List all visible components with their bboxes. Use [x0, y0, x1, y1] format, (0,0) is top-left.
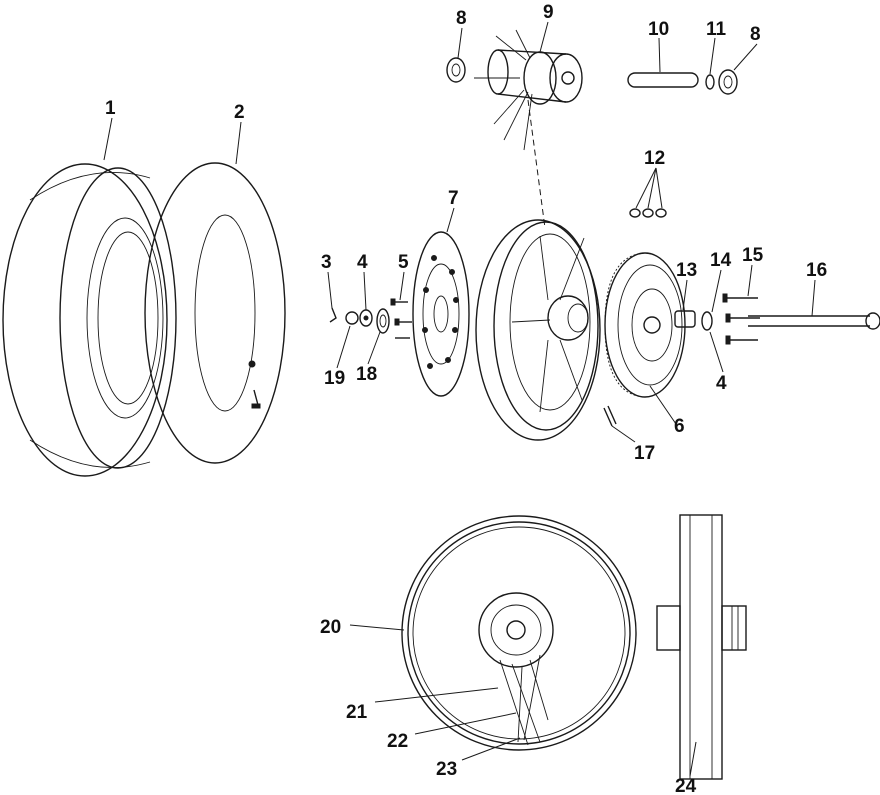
callout-20: 20 — [320, 617, 341, 638]
callout-17: 17 — [634, 443, 655, 464]
callout-11: 11 — [706, 19, 727, 40]
small-fasteners-12 — [629, 208, 667, 218]
callout-23: 23 — [436, 759, 457, 780]
callout-1: 1 — [105, 98, 116, 119]
spoke-wheel-side — [656, 514, 747, 780]
callout-24: 24 — [675, 776, 697, 795]
callout-labels: 1 2 3 4 5 7 8 9 10 11 8 12 13 14 15 16 1… — [105, 2, 827, 795]
callout-19: 19 — [324, 368, 345, 389]
assembly-guide-line — [527, 99, 546, 229]
callout-14: 14 — [710, 250, 732, 271]
callout-4-right: 4 — [716, 373, 727, 394]
inner-tube — [144, 162, 286, 464]
callout-22: 22 — [387, 731, 408, 752]
callout-16: 16 — [806, 260, 827, 281]
callout-13: 13 — [676, 260, 697, 281]
callout-12: 12 — [644, 148, 665, 169]
leader-lines — [103, 21, 816, 777]
callout-15: 15 — [742, 245, 764, 266]
valve-stem — [603, 405, 617, 427]
callout-10: 10 — [648, 19, 669, 40]
hub-with-spokes — [474, 29, 583, 151]
spoke-wheel-front — [401, 515, 637, 751]
cast-wheel — [475, 219, 601, 441]
callout-18: 18 — [356, 364, 377, 385]
callout-2: 2 — [234, 102, 245, 123]
callout-8-left: 8 — [456, 8, 467, 29]
callout-5: 5 — [398, 252, 409, 273]
left-spacer-hardware — [329, 298, 412, 339]
brake-disc — [412, 231, 470, 397]
callout-4-left: 4 — [357, 252, 368, 273]
callout-8-right: 8 — [750, 24, 761, 45]
bearings-and-spacer — [446, 57, 738, 95]
callout-21: 21 — [346, 702, 368, 723]
axle-hardware — [674, 293, 880, 345]
callout-3: 3 — [321, 252, 332, 273]
sprocket — [604, 252, 686, 398]
callout-9: 9 — [543, 2, 554, 23]
tire — [2, 163, 177, 477]
callout-6: 6 — [674, 416, 685, 437]
callout-7: 7 — [448, 188, 459, 209]
